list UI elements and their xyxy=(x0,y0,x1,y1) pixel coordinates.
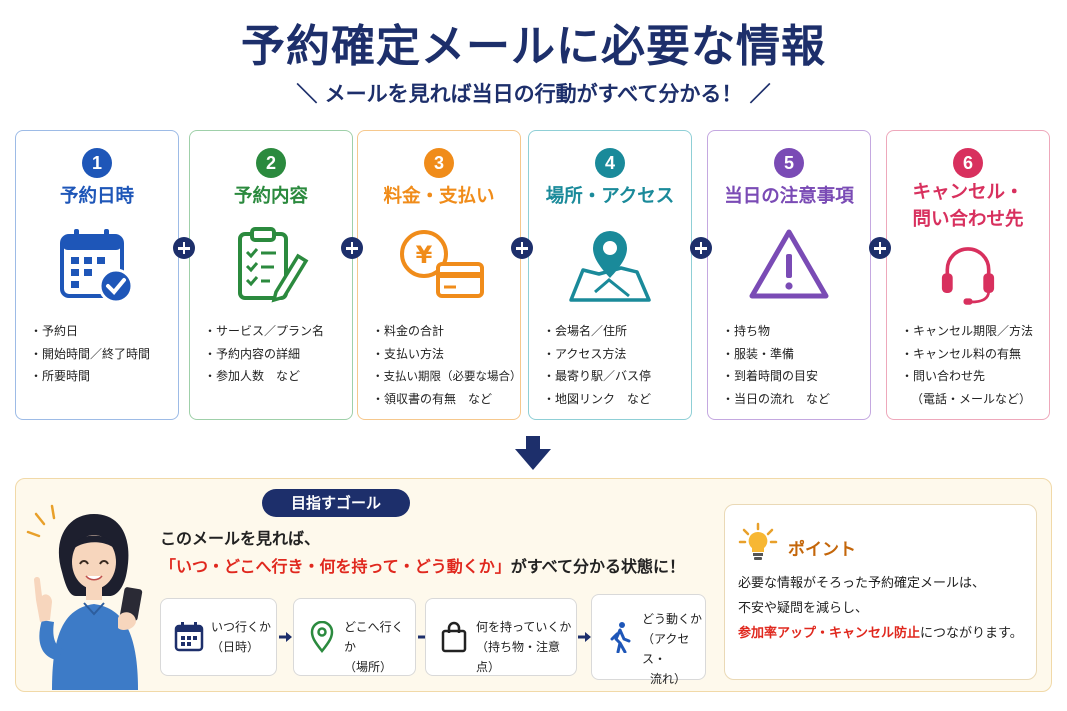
point-box xyxy=(724,504,1037,680)
list-item: （電話・メールなど） xyxy=(911,391,1032,406)
point-body: 必要な情報がそろった予約確定メールは、 不安や疑問を減らし、 参加率アップ・キャ… xyxy=(738,571,1023,646)
card-title: キャンセル・ 問い合わせ先 xyxy=(887,179,1049,233)
list-item: ・キャンセル期限／方法 xyxy=(901,324,1034,338)
point-line1: 必要な情報がそろった予約確定メールは、 xyxy=(738,576,986,591)
card-title: 当日の注意事項 xyxy=(724,186,854,207)
goal-badge: 目指すゴール xyxy=(262,489,410,517)
step-what: 何を持っていくか （持ち物・注意点） xyxy=(425,598,577,676)
card-item-list: ・会場名／住所 ・アクセス方法 ・最寄り駅／バス停 ・地図リンク など xyxy=(543,320,685,410)
page-subtitle: ＼ メールを見れば当日の行動がすべて分かる！ ／ xyxy=(296,82,771,106)
list-item: ・予約内容の詳細 xyxy=(204,346,301,361)
plus-icon xyxy=(690,237,712,259)
list-item: ・キャンセル料の有無 xyxy=(901,346,1022,361)
step-when: いつ行くか （日時） xyxy=(160,598,277,676)
location-pin-icon xyxy=(310,621,334,653)
step-label: どこへ行くか xyxy=(344,620,404,654)
point-line3: 参加率アップ・キャンセル防止につながります。 xyxy=(738,621,1023,646)
card-day-notes: 5 当日の注意事項 ・持ち物 ・服装・準備 ・到着時間の目安 ・当日の流れ など xyxy=(707,130,871,420)
step-sublabel: （場所） xyxy=(344,660,393,674)
list-item: ・支払い方法 xyxy=(372,346,445,361)
list-item: ・開始時間／終了時間 xyxy=(30,346,151,361)
goal-text-line1: このメールを見れば、 xyxy=(160,529,321,548)
step-where: どこへ行くか （場所） xyxy=(293,598,416,676)
card-number: 6 xyxy=(953,148,983,178)
shopping-bag-icon xyxy=(441,621,467,653)
step-label: いつ行くか xyxy=(211,620,272,634)
list-item: ・所要時間 xyxy=(30,369,91,383)
card-number: 3 xyxy=(424,148,454,178)
plus-icon xyxy=(341,237,363,259)
card-title: 料金・支払い xyxy=(383,186,495,207)
card-item-list: ・持ち物 ・服装・準備 ・到着時間の目安 ・当日の流れ など xyxy=(722,320,864,410)
point-title: ポイント xyxy=(788,540,856,560)
calendar-icon xyxy=(174,622,204,652)
list-item: ・最寄り駅／バス停 xyxy=(543,369,652,383)
clipboard-checklist-icon xyxy=(238,227,309,303)
list-item: ・サービス／プラン名 xyxy=(204,324,325,338)
step-sublabel: 流れ） xyxy=(650,672,687,686)
arrow-right-icon xyxy=(279,632,292,642)
list-item: ・到着時間の目安 xyxy=(722,369,819,383)
plus-icon xyxy=(173,237,195,259)
headset-icon xyxy=(941,247,995,305)
calendar-check-icon xyxy=(60,229,134,304)
list-item: ・地図リンク など xyxy=(543,391,652,406)
arrow-right-icon xyxy=(578,632,591,642)
plus-icon xyxy=(511,237,533,259)
card-location-access: 4 場所・アクセス ・会場名／住所 ・アクセス方法 ・最寄り駅／バス停 ・地図リ… xyxy=(528,130,692,420)
svg-text:¥: ¥ xyxy=(416,241,433,269)
list-item: ・服装・準備 xyxy=(722,346,795,361)
list-item: ・当日の流れ など xyxy=(722,391,831,406)
list-item: ・参加人数 など xyxy=(204,369,301,383)
card-title-line1: キャンセル・ xyxy=(912,182,1024,203)
card-item-list: ・料金の合計 ・支払い方法 ・支払い期限（必要な場合） ・領収書の有無 など xyxy=(372,320,522,410)
list-item: ・会場名／住所 xyxy=(543,324,628,338)
step-label: どう動くか xyxy=(642,612,703,626)
woman-with-phone-illustration xyxy=(26,504,143,690)
card-cancel-contact: 6 キャンセル・ 問い合わせ先 ・キャンセル期限／方法 ・キャンセル料の有無 ・… xyxy=(886,130,1050,420)
yen-card-icon: ¥ xyxy=(400,230,484,298)
step-sublabel: （持ち物・注意点） xyxy=(476,640,561,674)
card-number: 2 xyxy=(256,148,286,178)
card-title: 予約日時 xyxy=(59,186,134,207)
card-fees-payment: 3 料金・支払い ¥ ・料金の合計 ・支払い方法 ・支払い期限（必要な場合） ・… xyxy=(357,130,522,420)
card-number: 5 xyxy=(774,148,804,178)
list-item: ・支払い期限（必要な場合） xyxy=(372,369,522,383)
list-item: ・アクセス方法 xyxy=(543,346,627,361)
card-number: 1 xyxy=(82,148,112,178)
point-line2: 不安や疑問を減らし、 xyxy=(738,601,869,616)
warning-icon xyxy=(749,229,829,299)
card-title-line2: 問い合わせ先 xyxy=(912,209,1024,230)
point-line3-rest: につながります。 xyxy=(920,626,1023,641)
step-sublabel: （日時） xyxy=(211,640,260,654)
list-item: ・領収書の有無 など xyxy=(372,391,493,406)
card-item-list: ・キャンセル期限／方法 ・キャンセル料の有無 ・問い合わせ先 （電話・メールなど… xyxy=(901,320,1043,410)
list-item: ・持ち物 xyxy=(722,324,771,338)
card-item-list: ・予約日 ・開始時間／終了時間 ・所要時間 xyxy=(30,320,172,388)
point-highlight: 参加率アップ・キャンセル防止 xyxy=(738,626,921,641)
card-reservation-datetime: 1 予約日時 ・予約日 ・開始時間／終了時間 ・所要時間 xyxy=(15,130,179,420)
step-sublabel: （アクセス・ xyxy=(642,632,690,666)
step-label: 何を持っていくか xyxy=(476,620,572,634)
plus-icon xyxy=(869,237,891,259)
lightbulb-icon xyxy=(738,522,778,560)
card-title: 場所・アクセス xyxy=(545,186,675,207)
goal-text-line2: 「いつ・どこへ行き・何を持って・どう動くか」がすべて分かる状態に！ xyxy=(160,553,685,577)
goal-text-rest: がすべて分かる状態に！ xyxy=(510,557,685,576)
goal-highlight: 「いつ・どこへ行き・何を持って・どう動くか」 xyxy=(160,557,511,576)
card-item-list: ・サービス／プラン名 ・予約内容の詳細 ・参加人数 など xyxy=(204,320,346,388)
down-arrow-icon xyxy=(515,436,551,470)
card-reservation-details: 2 予約内容 ・サービス／プラン名 ・予約内容の詳細 ・参加人数 など xyxy=(189,130,353,420)
card-title: 予約内容 xyxy=(233,186,308,207)
step-how: どう動くか （アクセス・流れ） xyxy=(591,594,706,686)
walking-person-icon xyxy=(610,622,631,653)
page-title: 予約確定メールに必要な情報 xyxy=(241,21,826,72)
list-item: ・問い合わせ先 xyxy=(901,369,986,383)
list-item: ・予約日 xyxy=(30,324,79,338)
list-item: ・料金の合計 xyxy=(372,324,445,338)
map-pin-icon xyxy=(569,231,651,302)
card-number: 4 xyxy=(595,148,625,178)
